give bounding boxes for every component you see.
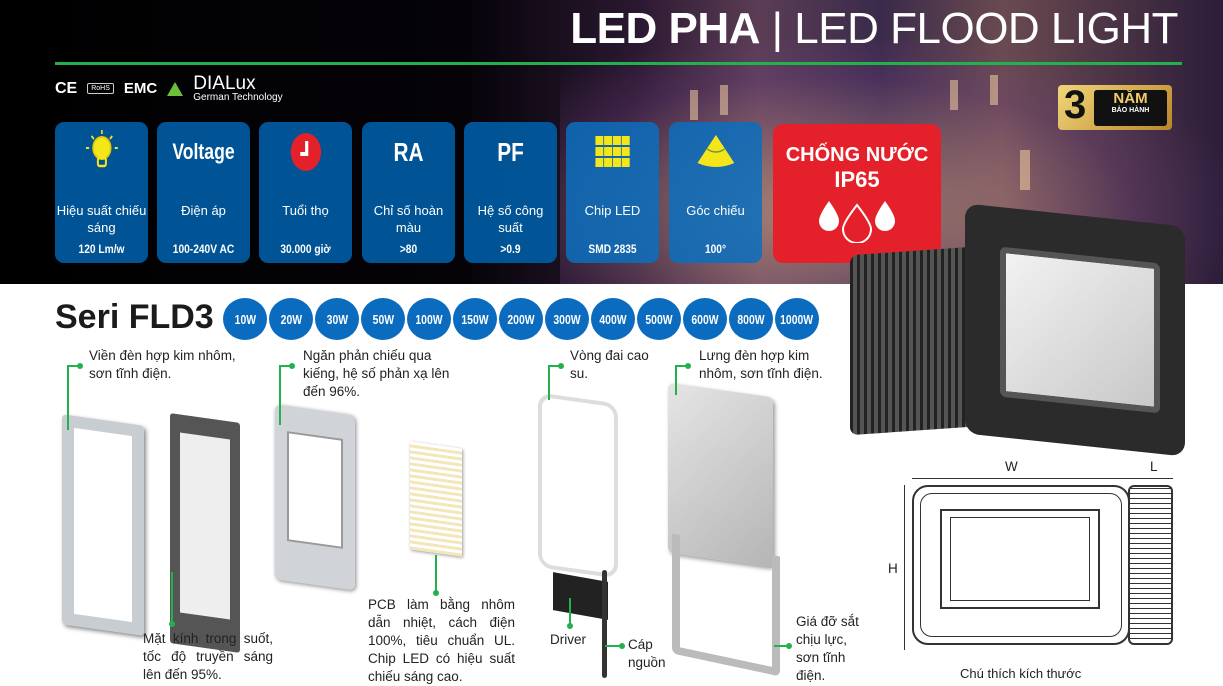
gasket-note: Vòng đai cao su. [570, 348, 649, 381]
wattage-option: 20W [269, 298, 313, 340]
spec-label: Chip LED [584, 203, 641, 218]
dimension-side-drawing [1128, 485, 1173, 645]
glass-drawing [170, 413, 240, 653]
wattage-option: 600W [683, 298, 727, 340]
bracket-drawing [672, 533, 780, 677]
spec-label: Điện áp [181, 203, 226, 218]
spec-label: Hệ số công suất [477, 203, 544, 235]
ip-rating: IP65 [834, 167, 880, 192]
wattage-option: 300W [545, 298, 589, 340]
rohs-logo: RoHS [87, 83, 114, 94]
warranty-label: NĂM [1113, 90, 1148, 107]
spec-card-lifetime: Tuổi thọ 30.000 giờ [259, 122, 352, 263]
spec-label: Chỉ số hoàn màu [373, 203, 444, 235]
spec-value: 120 Lm/w [78, 242, 125, 256]
height-label: H [888, 561, 898, 576]
spec-card-efficiency: Hiệu suất chiếu sáng 120 Lm/w [55, 122, 148, 263]
pcb-drawing [410, 441, 462, 557]
width-label: W [1005, 459, 1018, 474]
reflector-note: Ngăn phản chiếu qua kiếng, hệ số phản xạ… [303, 348, 450, 399]
spec-card-angle: Góc chiếu 100° [669, 122, 762, 263]
wattage-option: 500W [637, 298, 681, 340]
spec-value: 30.000 giờ [280, 242, 331, 256]
bracket-note: Giá đỡ sắt chịu lực, sơn tĩnh điện. [796, 614, 859, 683]
cable-note: Cáp nguồn [628, 637, 666, 670]
spec-card-ra: RA Chỉ số hoàn màu >80 [362, 122, 455, 263]
waterproof-badge: CHỐNG NƯỚC IP65 [773, 124, 941, 263]
dimension-caption: Chú thích kích thước [960, 666, 1082, 681]
spec-label: Tuổi thọ [282, 203, 329, 218]
wattage-option: 1000W [775, 298, 819, 340]
warranty-sub: BẢO HÀNH [1111, 107, 1150, 114]
reflector-drawing [275, 404, 355, 591]
cable-drawing [602, 570, 607, 678]
spec-value: >80 [399, 242, 418, 256]
spec-value: 100-240V AC [172, 242, 235, 256]
spec-card-voltage: Voltage Điện áp 100-240V AC [157, 122, 250, 263]
frame-note: Viền đèn hợp kim nhôm, sơn tĩnh điện. [89, 348, 236, 381]
pf-icon: PF [497, 136, 524, 167]
dialux-triangle-icon [167, 81, 184, 96]
dialux-sub: German Technology [193, 92, 283, 103]
emc-logo: EMC [123, 80, 158, 97]
page-title: LED PHA | LED FLOOD LIGHT [570, 4, 1178, 53]
frame-drawing [62, 414, 144, 636]
wattage-option: 400W [591, 298, 635, 340]
pcb-note: PCB làm bằng nhôm dẫn nhiệt, cách điện 1… [368, 597, 515, 684]
wattage-option: 800W [729, 298, 773, 340]
waterproof-title: CHỐNG NƯỚC [785, 144, 929, 166]
beam-angle-icon [678, 122, 752, 182]
dialux-logo: DIALux [193, 73, 256, 94]
clock-icon [268, 122, 342, 182]
driver-drawing [553, 572, 608, 620]
voltage-icon: Voltage [172, 139, 235, 164]
spec-value: >0.9 [500, 242, 521, 256]
wattage-option: 30W [315, 298, 359, 340]
product-image [850, 203, 1190, 457]
wattage-option: 100W [407, 298, 451, 340]
wattage-option: 50W [361, 298, 405, 340]
chip-grid-icon [575, 122, 649, 182]
spec-card-pf: PF Hệ số công suất >0.9 [464, 122, 557, 263]
spec-value: 100° [704, 242, 727, 256]
ra-icon: RA [393, 136, 424, 167]
driver-note: Driver [550, 632, 586, 647]
dimension-front-drawing [912, 485, 1130, 645]
warranty-years: 3 [1064, 83, 1087, 127]
glass-note: Mặt kính trong suốt, tốc độ truyền sáng … [143, 631, 273, 682]
lightbulb-icon [64, 122, 138, 182]
water-drops-icon [819, 201, 895, 244]
series-title: Seri FLD3 [55, 298, 214, 336]
divider [55, 62, 1182, 65]
spec-card-chip: Chip LED SMD 2835 [566, 122, 659, 263]
ce-logo: CE [55, 79, 78, 97]
gasket-drawing [538, 392, 618, 579]
spec-label: Hiệu suất chiếu sáng [56, 203, 147, 235]
wattage-option: 200W [499, 298, 543, 340]
wattage-option: 150W [453, 298, 497, 340]
wattage-option: 10W [223, 298, 267, 340]
length-label: L [1150, 459, 1158, 474]
spec-label: Góc chiếu [686, 203, 745, 218]
housing-note: Lưng đèn hợp kim nhôm, sơn tĩnh điện. [699, 348, 823, 381]
spec-value: SMD 2835 [588, 242, 637, 256]
